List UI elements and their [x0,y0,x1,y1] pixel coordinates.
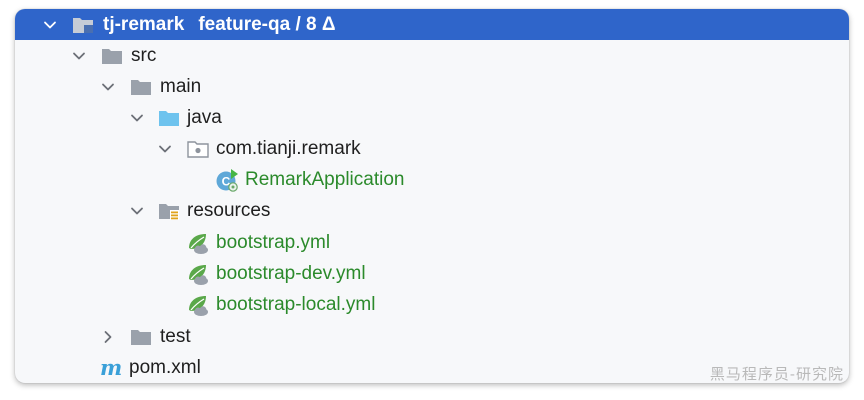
folder-label: java [187,106,222,128]
spring-yml-icon [186,262,210,286]
tree-row-root[interactable]: tj-remark feature-qa / 8 Δ [15,9,849,40]
folder-icon [101,46,123,66]
tree-row-package[interactable]: com.tianji.remark [15,133,849,164]
chevron-right-icon[interactable] [100,329,116,345]
tree-row-main[interactable]: main [15,71,849,102]
tree-row-file[interactable]: bootstrap-local.yml [15,289,849,320]
package-label: com.tianji.remark [216,137,361,159]
tree-row-app-class[interactable]: C RemarkApplication [15,164,849,195]
spring-boot-class-icon: C [215,168,239,192]
module-folder-icon [72,15,94,35]
tree-row-test[interactable]: test [15,321,849,352]
tree-row-java[interactable]: java [15,102,849,133]
folder-label: resources [187,199,271,221]
folder-label: test [160,325,191,347]
chevron-down-icon[interactable] [42,17,58,33]
project-tree-panel: tj-remark feature-qa / 8 Δ src main java [15,9,849,383]
tree-row-file[interactable]: bootstrap.yml [15,227,849,258]
spring-yml-icon [186,293,210,317]
maven-icon: m [99,357,125,379]
source-folder-icon [158,108,180,128]
chevron-down-icon[interactable] [129,110,145,126]
spring-yml-icon [186,231,210,255]
chevron-down-icon[interactable] [71,48,87,64]
vcs-branch-status: feature-qa / 8 Δ [198,13,336,35]
tree-row-file[interactable]: bootstrap-dev.yml [15,258,849,289]
root-module-name: tj-remark [103,13,185,35]
chevron-down-icon[interactable] [157,141,173,157]
svg-text:m: m [100,357,122,379]
class-label: RemarkApplication [245,168,405,190]
watermark-text: 黑马程序员-研究院 [709,365,844,383]
svg-text:C: C [222,174,231,188]
tree-row-src[interactable]: src [15,40,849,71]
folder-icon [130,327,152,347]
folder-label: main [160,75,202,97]
file-label: bootstrap-dev.yml [216,262,366,284]
resources-folder-icon [158,201,180,221]
chevron-down-icon[interactable] [129,203,145,219]
folder-label: src [131,44,157,66]
file-label: bootstrap-local.yml [216,293,376,315]
tree-row-resources[interactable]: resources [15,195,849,226]
package-icon [187,139,209,159]
file-label: bootstrap.yml [216,231,331,253]
file-label: pom.xml [129,356,201,378]
folder-icon [130,77,152,97]
tree-row-pom[interactable]: m pom.xml [15,352,849,383]
chevron-down-icon[interactable] [100,79,116,95]
